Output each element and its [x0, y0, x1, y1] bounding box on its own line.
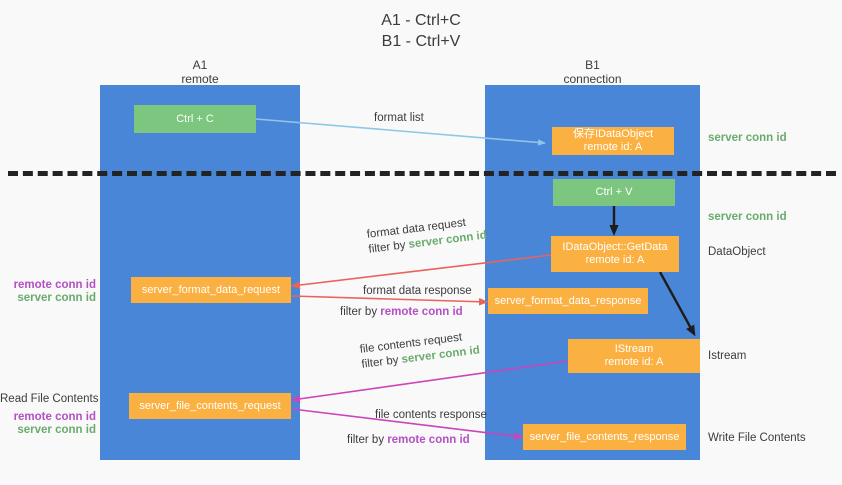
node-istream[interactable]: IStream remote id: A [568, 339, 700, 373]
filter-key-remote-conn-id: remote conn id [380, 306, 463, 318]
edge-label-format-data-response: format data response [363, 285, 472, 297]
edge-label-file-contents-response-filter: filter by remote conn id [347, 433, 470, 448]
annotation-server-conn-id-1: server conn id [17, 292, 96, 304]
edge-label-format-list: format list [374, 112, 424, 124]
title-line-1: A1 - Ctrl+C [381, 12, 461, 29]
edge-label-file-contents-request-group: file contents request filter by server c… [359, 329, 481, 373]
filter-prefix: filter by [347, 434, 388, 446]
node-ctrl-c[interactable]: Ctrl + C [134, 105, 256, 133]
annotation-server-conn-id-top: server conn id [708, 132, 787, 144]
edge-label-file-contents-response: file contents response [375, 409, 487, 421]
node-idataobject-getdata[interactable]: IDataObject::GetData remote id: A [551, 236, 679, 272]
node-server-file-contents-request[interactable]: server_file_contents_request [129, 393, 291, 419]
filter-prefix: filter by [360, 353, 403, 371]
edge-label-format-data-response-filter: filter by remote conn id [340, 305, 463, 320]
column-header-a1: A1 remote [100, 58, 300, 86]
node-server-format-data-request[interactable]: server_format_data_request [131, 277, 291, 303]
node-save-idataobject[interactable]: 保存IDataObject remote id: A [552, 127, 674, 155]
column-b1-sub: connection [563, 72, 622, 86]
phase-divider [8, 171, 836, 176]
column-a1-sub: remote [181, 72, 219, 86]
column-b1-name: B1 [585, 58, 600, 72]
column-header-b1: B1 connection [485, 58, 700, 86]
node-server-format-data-response[interactable]: server_format_data_response [488, 288, 648, 314]
title-line-2: B1 - Ctrl+V [381, 33, 461, 50]
node-server-file-contents-response[interactable]: server_file_contents_response [523, 424, 686, 450]
diagram-title: A1 - Ctrl+C B1 - Ctrl+V [0, 10, 842, 52]
column-a1-name: A1 [192, 58, 208, 72]
annotation-server-conn-id-2: server conn id [17, 424, 96, 436]
filter-prefix: filter by [340, 306, 381, 318]
annotation-dataobject: DataObject [708, 246, 766, 258]
annotation-read-file-contents: Read File Contents [0, 393, 99, 405]
filter-prefix: filter by [367, 238, 410, 256]
filter-key-remote-conn-id: remote conn id [387, 434, 470, 446]
annotation-remote-conn-id-1: remote conn id [13, 279, 96, 291]
annotation-server-conn-id-mid: server conn id [708, 211, 787, 223]
annotation-istream: Istream [708, 350, 747, 362]
edge-label-format-data-request-group: format data request filter by server con… [366, 214, 488, 258]
annotation-remote-conn-id-2: remote conn id [13, 411, 96, 423]
node-ctrl-v[interactable]: Ctrl + V [553, 179, 675, 206]
annotation-write-file-contents: Write File Contents [708, 432, 806, 444]
